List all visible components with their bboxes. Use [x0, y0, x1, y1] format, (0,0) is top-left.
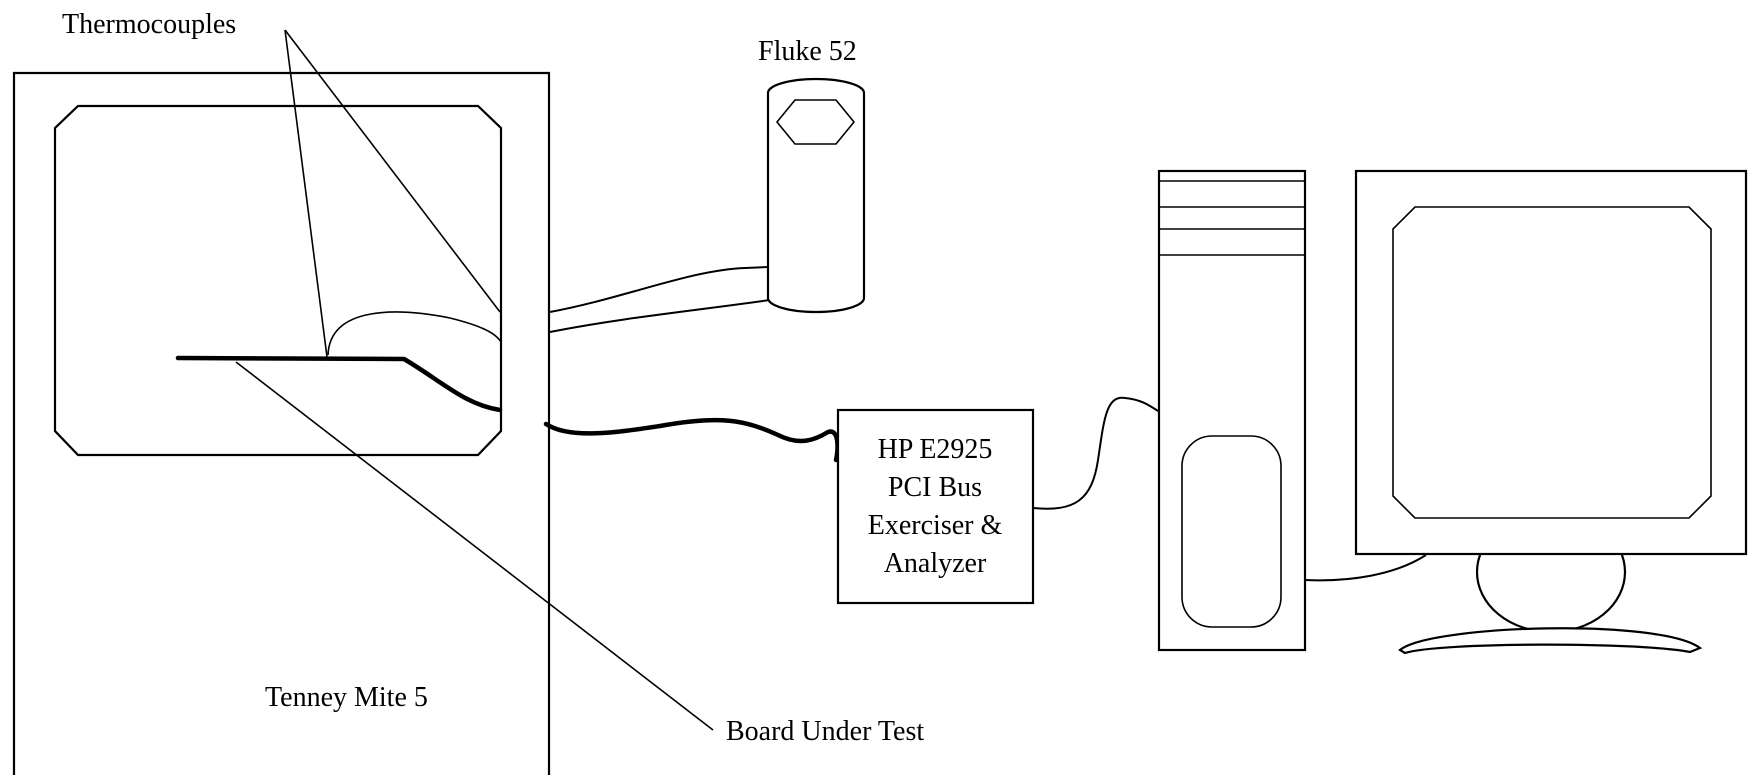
- thermocouple-probe-loop: [327, 311, 502, 356]
- analyzer-computer-cable: [1032, 396, 1161, 510]
- analyzer-outline: [836, 408, 1035, 605]
- board-leader-line: [235, 361, 714, 731]
- thermocouple-leader-2: [284, 29, 501, 313]
- board-label: Board Under Test: [726, 716, 924, 747]
- tower-monitor-cable: [1304, 554, 1427, 582]
- analyzer-label-line1: HP E2925: [878, 434, 993, 465]
- pci-cable: [543, 417, 840, 463]
- tower-outline: [1157, 169, 1307, 652]
- analyzer-box: HP E2925 PCI Bus Exerciser & Analyzer: [836, 408, 1035, 605]
- monitor-bezel: [1354, 169, 1748, 556]
- fluke-meter: Fluke 52: [758, 36, 866, 314]
- chamber-label: Tenney Mite 5: [265, 682, 428, 713]
- monitor: [1354, 169, 1748, 655]
- fluke-display: [775, 99, 856, 145]
- thermocouple-wire-upper: [549, 265, 793, 313]
- fluke-label: Fluke 52: [758, 36, 857, 67]
- computer-tower: [1157, 169, 1307, 652]
- analyzer-label-line4: Analyzer: [884, 548, 987, 579]
- monitor-screen: [1392, 206, 1712, 519]
- thermocouples: Thermocouples: [62, 9, 502, 358]
- board-trace: [175, 355, 503, 413]
- board-under-test: Board Under Test: [175, 355, 924, 747]
- fluke-bottom-rim: [767, 297, 865, 313]
- chamber: Tenney Mite 5: [12, 71, 551, 775]
- chamber-window: [53, 104, 503, 457]
- tower-panel: [1181, 435, 1282, 628]
- thermocouples-label: Thermocouples: [62, 9, 236, 40]
- analyzer-label-line3: Exerciser &: [868, 510, 1003, 541]
- thermocouple-leader-1: [284, 29, 328, 358]
- monitor-base: [1398, 627, 1703, 655]
- fluke-body: [766, 77, 866, 314]
- analyzer-label-line2: PCI Bus: [888, 472, 982, 503]
